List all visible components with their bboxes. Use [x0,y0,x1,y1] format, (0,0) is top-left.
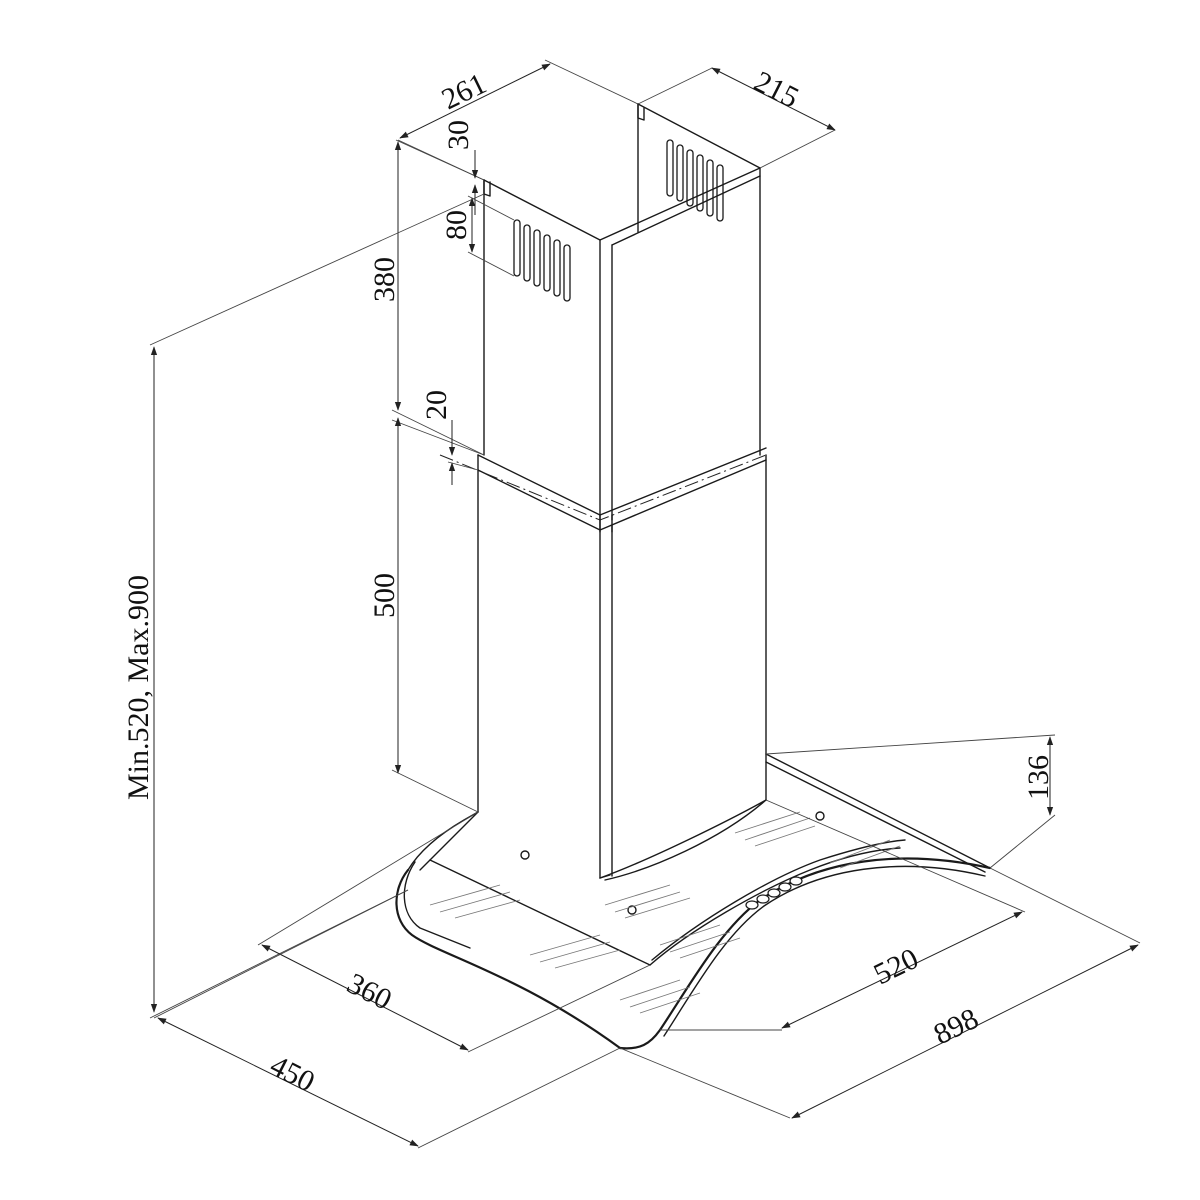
dim-chimney-depth: 261 [437,67,492,116]
button-2 [756,894,770,904]
control-panel [649,847,901,966]
dim-top-gap: 30 [442,120,475,150]
dim-upper-chimney: 380 [368,257,401,302]
dim-canopy-width-inner: 520 [869,942,924,991]
dimension-labels: 261 215 30 80 380 20 500 Min.520, Max.90… [122,65,1055,1099]
dim-lower-chimney: 500 [368,573,401,618]
button-4 [778,882,792,892]
button-5 [789,876,803,886]
dim-canopy-height: 136 [1022,755,1055,800]
button-1 [745,900,759,910]
canopy-glass-right [618,857,992,1050]
button-3 [767,888,781,898]
dim-vent-height: 80 [440,210,473,240]
glass-reflections [429,811,901,1014]
vent-slots-front [513,219,571,302]
canopy [395,753,992,1050]
upper-chimney [483,103,761,521]
overlap-centerline [439,454,767,521]
dim-canopy-width: 898 [929,1002,984,1051]
canopy-back-edge [407,811,479,871]
dimension-lines [149,59,1141,1149]
dim-canopy-depth: 450 [265,1049,320,1099]
dim-chimney-width: 215 [749,65,804,115]
dim-overlap: 20 [420,390,453,420]
control-buttons [745,876,803,910]
dim-total-height: Min.520, Max.900 [122,575,155,800]
vent-slots-back [666,139,724,222]
lower-chimney [439,447,767,879]
